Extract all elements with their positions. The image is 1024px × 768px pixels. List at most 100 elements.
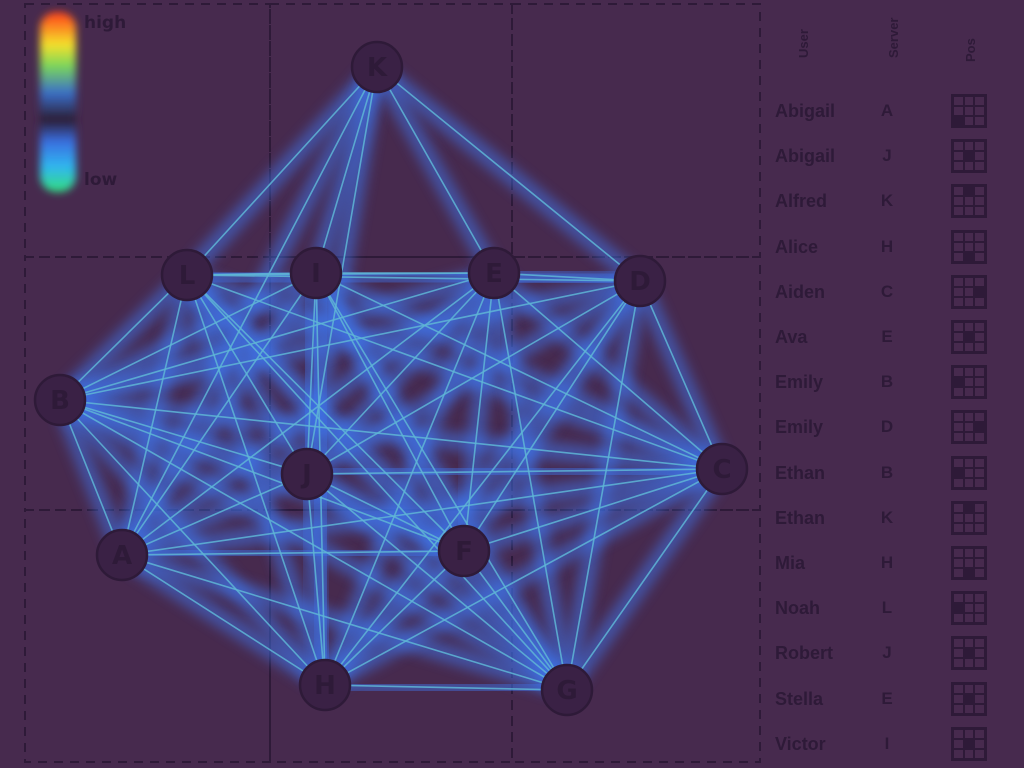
node-circle[interactable] [280,447,334,501]
edge-D-F[interactable] [463,280,641,552]
edge-K-L[interactable] [186,66,378,276]
edge-B-A[interactable] [59,399,123,556]
edge-K-D[interactable] [376,66,641,282]
edge-K-A[interactable] [121,66,378,556]
edge-E-A[interactable] [121,272,495,556]
edge-G-C[interactable] [566,468,723,691]
node-C[interactable]: C [695,442,749,496]
edge-D-J[interactable] [306,280,641,475]
edge-B-J[interactable] [59,399,308,475]
edge-E-G[interactable] [493,272,568,691]
edge-I-F[interactable] [315,272,465,552]
edge-E-H[interactable] [324,272,495,686]
edge-A-C[interactable] [121,468,723,556]
node-circle[interactable] [160,248,214,302]
edge-L-B[interactable] [59,274,188,401]
node-label: C [712,455,731,485]
node-A[interactable]: A [95,528,149,582]
edge-F-G[interactable] [463,550,568,691]
edge-L-F[interactable] [186,274,465,552]
node-K[interactable]: K [350,40,404,94]
edge-L-D[interactable] [186,274,641,282]
node-I[interactable]: I [289,246,343,300]
edge-J-A[interactable] [121,473,308,556]
edge-H-C[interactable] [324,468,723,686]
position-cell [974,603,985,614]
edge-E-C[interactable] [493,272,723,470]
node-E[interactable]: E [467,246,521,300]
grid-cell-top-right [511,3,761,258]
edge-I-J[interactable] [306,272,317,475]
node-G[interactable]: G [540,663,594,717]
position-cell [974,276,985,287]
node-circle[interactable] [95,528,149,582]
edge-A-G[interactable] [121,554,568,691]
edge-B-F[interactable] [59,399,465,552]
edge-I-G[interactable] [315,272,568,691]
server-label: E [881,327,893,346]
node-circle[interactable] [298,658,352,712]
edge-I-B[interactable] [59,272,317,401]
edge-B-H[interactable] [59,399,326,686]
position-cell [974,241,985,252]
edge-E-B[interactable] [59,272,495,401]
node-circle[interactable] [289,246,343,300]
position-cell [963,296,975,307]
node-L[interactable]: L [160,248,214,302]
position-cell [963,457,975,468]
edge-A-F[interactable] [121,550,465,556]
edge-I-A[interactable] [121,272,317,556]
position-cell [963,96,975,106]
edge-J-F[interactable] [306,473,465,552]
edge-F-H[interactable] [324,550,465,686]
node-F[interactable]: F [437,524,491,578]
edge-D-B[interactable] [59,280,641,401]
edge-J-G[interactable] [306,473,568,691]
edge-J-C[interactable] [306,468,723,475]
node-circle[interactable] [613,254,667,308]
edge-K-E[interactable] [376,66,495,274]
edge-F-C[interactable] [463,468,723,552]
position-cell [974,593,985,604]
edge-D-H[interactable] [324,280,641,686]
position-cell [974,186,985,197]
edge-H-G[interactable] [324,684,568,691]
node-circle[interactable] [350,40,404,94]
node-circle[interactable] [33,373,87,427]
edge-J-H[interactable] [306,473,326,686]
position-cell [974,613,985,624]
edge-B-C[interactable] [59,399,723,470]
node-circle[interactable] [695,442,749,496]
node-H[interactable]: H [298,658,352,712]
node-circle[interactable] [437,524,491,578]
edge-L-C[interactable] [186,274,723,470]
node-J[interactable]: J [280,447,334,501]
edge-K-I[interactable] [315,66,378,274]
edge-D-C[interactable] [639,280,723,470]
edge-E-J[interactable] [306,272,495,475]
edge-L-H[interactable] [186,274,326,686]
node-D[interactable]: D [613,254,667,308]
node-circle[interactable] [540,663,594,717]
node-circle[interactable] [467,246,521,300]
edge-A-H[interactable] [121,554,326,686]
edge-L-A[interactable] [121,274,188,556]
node-B[interactable]: B [33,373,87,427]
